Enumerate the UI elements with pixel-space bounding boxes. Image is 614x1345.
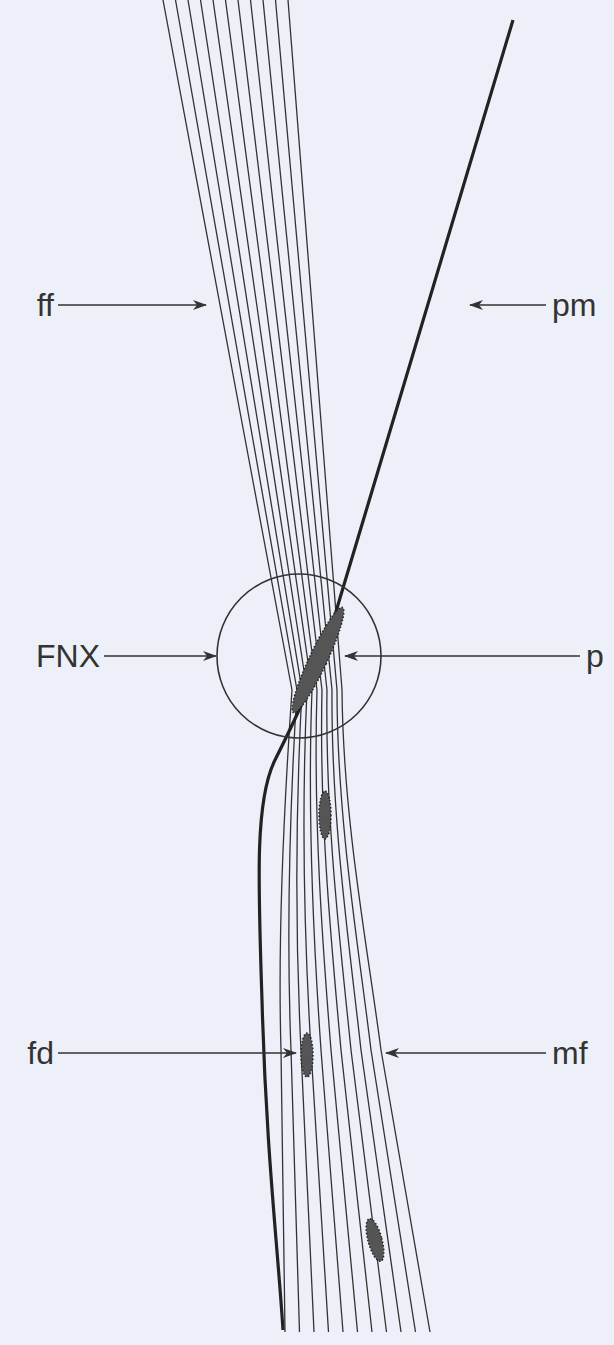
- tendon-fiber: [238, 0, 372, 1332]
- part-label: mf: [552, 1037, 588, 1069]
- tendon-fibers: [163, 0, 430, 1332]
- part-label: pm: [552, 289, 596, 321]
- pm-tendon: [259, 20, 513, 1330]
- part-label: FNX: [36, 640, 100, 672]
- part-label: p: [586, 640, 604, 672]
- part-label: fd: [27, 1037, 54, 1069]
- tendon-fiber: [176, 0, 300, 1332]
- speckle-spots: [285, 604, 387, 1263]
- leader-arrows: [58, 305, 580, 1053]
- tendon-fiber: [276, 0, 416, 1332]
- tendon-fiber: [251, 0, 387, 1332]
- tendon-fiber: [226, 0, 358, 1332]
- part-label: ff: [37, 289, 54, 321]
- tendon-fiber: [188, 0, 314, 1332]
